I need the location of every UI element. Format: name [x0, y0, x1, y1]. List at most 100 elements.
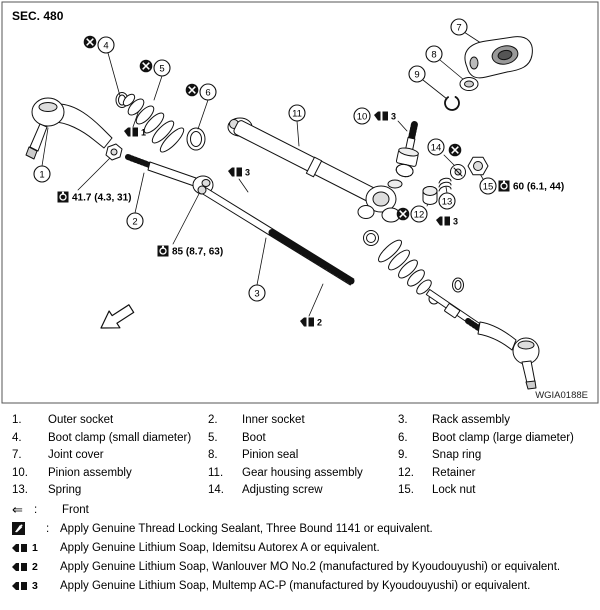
part-number: 12. — [398, 466, 414, 479]
note-number: 1 — [32, 541, 38, 554]
part-number: 15. — [398, 484, 414, 496]
note-number: 3 — [32, 579, 38, 592]
sealant-mark-4 — [82, 34, 98, 50]
note-text: Apply Genuine Lithium Soap, Multemp AC-P… — [60, 579, 531, 592]
part-number: 2. — [208, 414, 218, 426]
parts-legend: 1. Outer socket 2. Inner socket 3. Rack ass… — [0, 406, 600, 595]
front-arrow-symbol: ⇐ — [12, 501, 23, 517]
part-number: 1. — [12, 414, 22, 426]
part-boot-clamp-large — [186, 127, 206, 151]
part-snap-ring — [444, 95, 460, 111]
note-text: Apply Genuine Lithium Soap, Wanlouver MO… — [60, 560, 561, 573]
part-pinion-assembly — [395, 121, 419, 178]
front-label: Front — [62, 503, 89, 516]
part-gear-housing — [227, 117, 403, 223]
svg-text:1: 1 — [141, 128, 146, 138]
sealant-mark-5 — [138, 58, 154, 74]
svg-text:4: 4 — [103, 41, 108, 52]
part-number: 9. — [398, 449, 408, 461]
part-jam-nut — [105, 143, 123, 161]
part-name: Spring — [48, 484, 82, 496]
note-grease-3: 3 Apply Genuine Lithium Soap, Multemp AC… — [12, 577, 594, 595]
part-name: Inner socket — [242, 414, 305, 426]
torque-icon-2 — [156, 244, 170, 258]
svg-text:9: 9 — [414, 70, 419, 81]
part-ring-right — [452, 277, 464, 293]
note-text: Apply Genuine Lithium Soap, Idemitsu Aut… — [60, 541, 380, 554]
part-name: Retainer — [432, 466, 476, 479]
sealant-mark-6 — [184, 82, 200, 98]
part-name: Outer socket — [48, 414, 114, 426]
svg-text:2: 2 — [317, 318, 322, 328]
svg-text:3: 3 — [245, 168, 250, 178]
svg-text:13: 13 — [442, 197, 453, 208]
front-arrow — [100, 304, 135, 329]
part-outer-socket-left — [25, 97, 113, 160]
grease-icon — [12, 543, 32, 553]
figure-code: WGIA0188E — [535, 390, 588, 401]
callout-numbers: 1 2 3 4 5 6 7 8 9 10 11 12 13 14 15 — [39, 23, 493, 300]
svg-text:85 (8.7, 63): 85 (8.7, 63) — [172, 247, 223, 258]
grease-icon — [12, 581, 32, 591]
parts-list: 1. Outer socket 2. Inner socket 3. Rack ass… — [12, 412, 594, 500]
svg-text:3: 3 — [391, 112, 396, 122]
svg-text:7: 7 — [456, 23, 461, 34]
part-number: 6. — [398, 431, 408, 444]
part-name: Pinion assembly — [48, 466, 132, 479]
part-number: 10. — [12, 466, 28, 479]
svg-text:1: 1 — [39, 170, 44, 181]
grease-icon — [12, 562, 32, 572]
part-number: 13. — [12, 484, 28, 496]
sealant-mark-14 — [447, 142, 463, 158]
part-number: 4. — [12, 431, 22, 444]
part-number: 14. — [208, 484, 224, 496]
part-retainer — [422, 186, 438, 205]
part-name: Adjusting screw — [242, 484, 323, 496]
note-sealant: : Apply Genuine Thread Locking Sealant, … — [12, 520, 594, 538]
part-boot-left — [122, 93, 185, 153]
part-spring — [438, 177, 452, 192]
note-text: Apply Genuine Thread Locking Sealant, Th… — [60, 522, 433, 535]
callout-circles — [33, 18, 497, 302]
part-number: 8. — [208, 449, 218, 461]
svg-text:60 (6.1, 44): 60 (6.1, 44) — [513, 182, 564, 193]
front-note: ⇐ : Front — [12, 501, 594, 519]
part-number: 7. — [12, 449, 22, 461]
part-outer-socket-right — [477, 321, 540, 390]
steering-gear-exploded-diagram: SEC. 480 WGIA0188E 1 2 3 4 5 6 7 8 9 10 … — [1, 1, 599, 404]
part-name: Lock nut — [432, 484, 476, 496]
svg-text:14: 14 — [431, 143, 442, 154]
svg-text:41.7 (4.3, 31): 41.7 (4.3, 31) — [72, 193, 131, 204]
torque-values: 41.7 (4.3, 31) 85 (8.7, 63) 60 (6.1, 44) — [72, 182, 564, 258]
part-number: 3. — [398, 414, 408, 426]
part-rack-assembly — [197, 185, 355, 286]
note-colon: : — [46, 522, 50, 535]
part-boot-clamp-right-large — [363, 230, 379, 246]
grease-numbers: 1 3 3 3 2 — [141, 112, 458, 328]
part-name: Rack assembly — [432, 414, 510, 426]
svg-text:11: 11 — [292, 109, 302, 120]
note-number: 2 — [32, 560, 38, 573]
front-colon: : — [34, 503, 38, 516]
part-number: 11. — [208, 466, 224, 479]
torque-icon-3 — [497, 179, 511, 193]
sealant-icon — [12, 522, 32, 535]
part-adjusting-screw — [450, 164, 466, 180]
svg-text:15: 15 — [483, 182, 494, 193]
svg-text:2: 2 — [132, 217, 137, 228]
part-name: Snap ring — [432, 449, 482, 461]
part-inner-socket-right — [425, 289, 483, 332]
part-name: Gear housing assembly — [242, 466, 363, 479]
part-name: Joint cover — [48, 449, 104, 461]
svg-text:12: 12 — [414, 210, 425, 221]
note-grease-2: 2 Apply Genuine Lithium Soap, Wanlouver … — [12, 558, 594, 576]
svg-text:8: 8 — [431, 50, 436, 61]
svg-text:3: 3 — [254, 289, 259, 300]
part-name: Boot clamp (large diameter) — [432, 431, 574, 444]
svg-text:6: 6 — [205, 88, 210, 99]
part-boot-right — [378, 239, 432, 295]
svg-text:3: 3 — [453, 217, 458, 227]
svg-text:5: 5 — [159, 64, 164, 75]
part-name: Pinion seal — [242, 449, 299, 461]
